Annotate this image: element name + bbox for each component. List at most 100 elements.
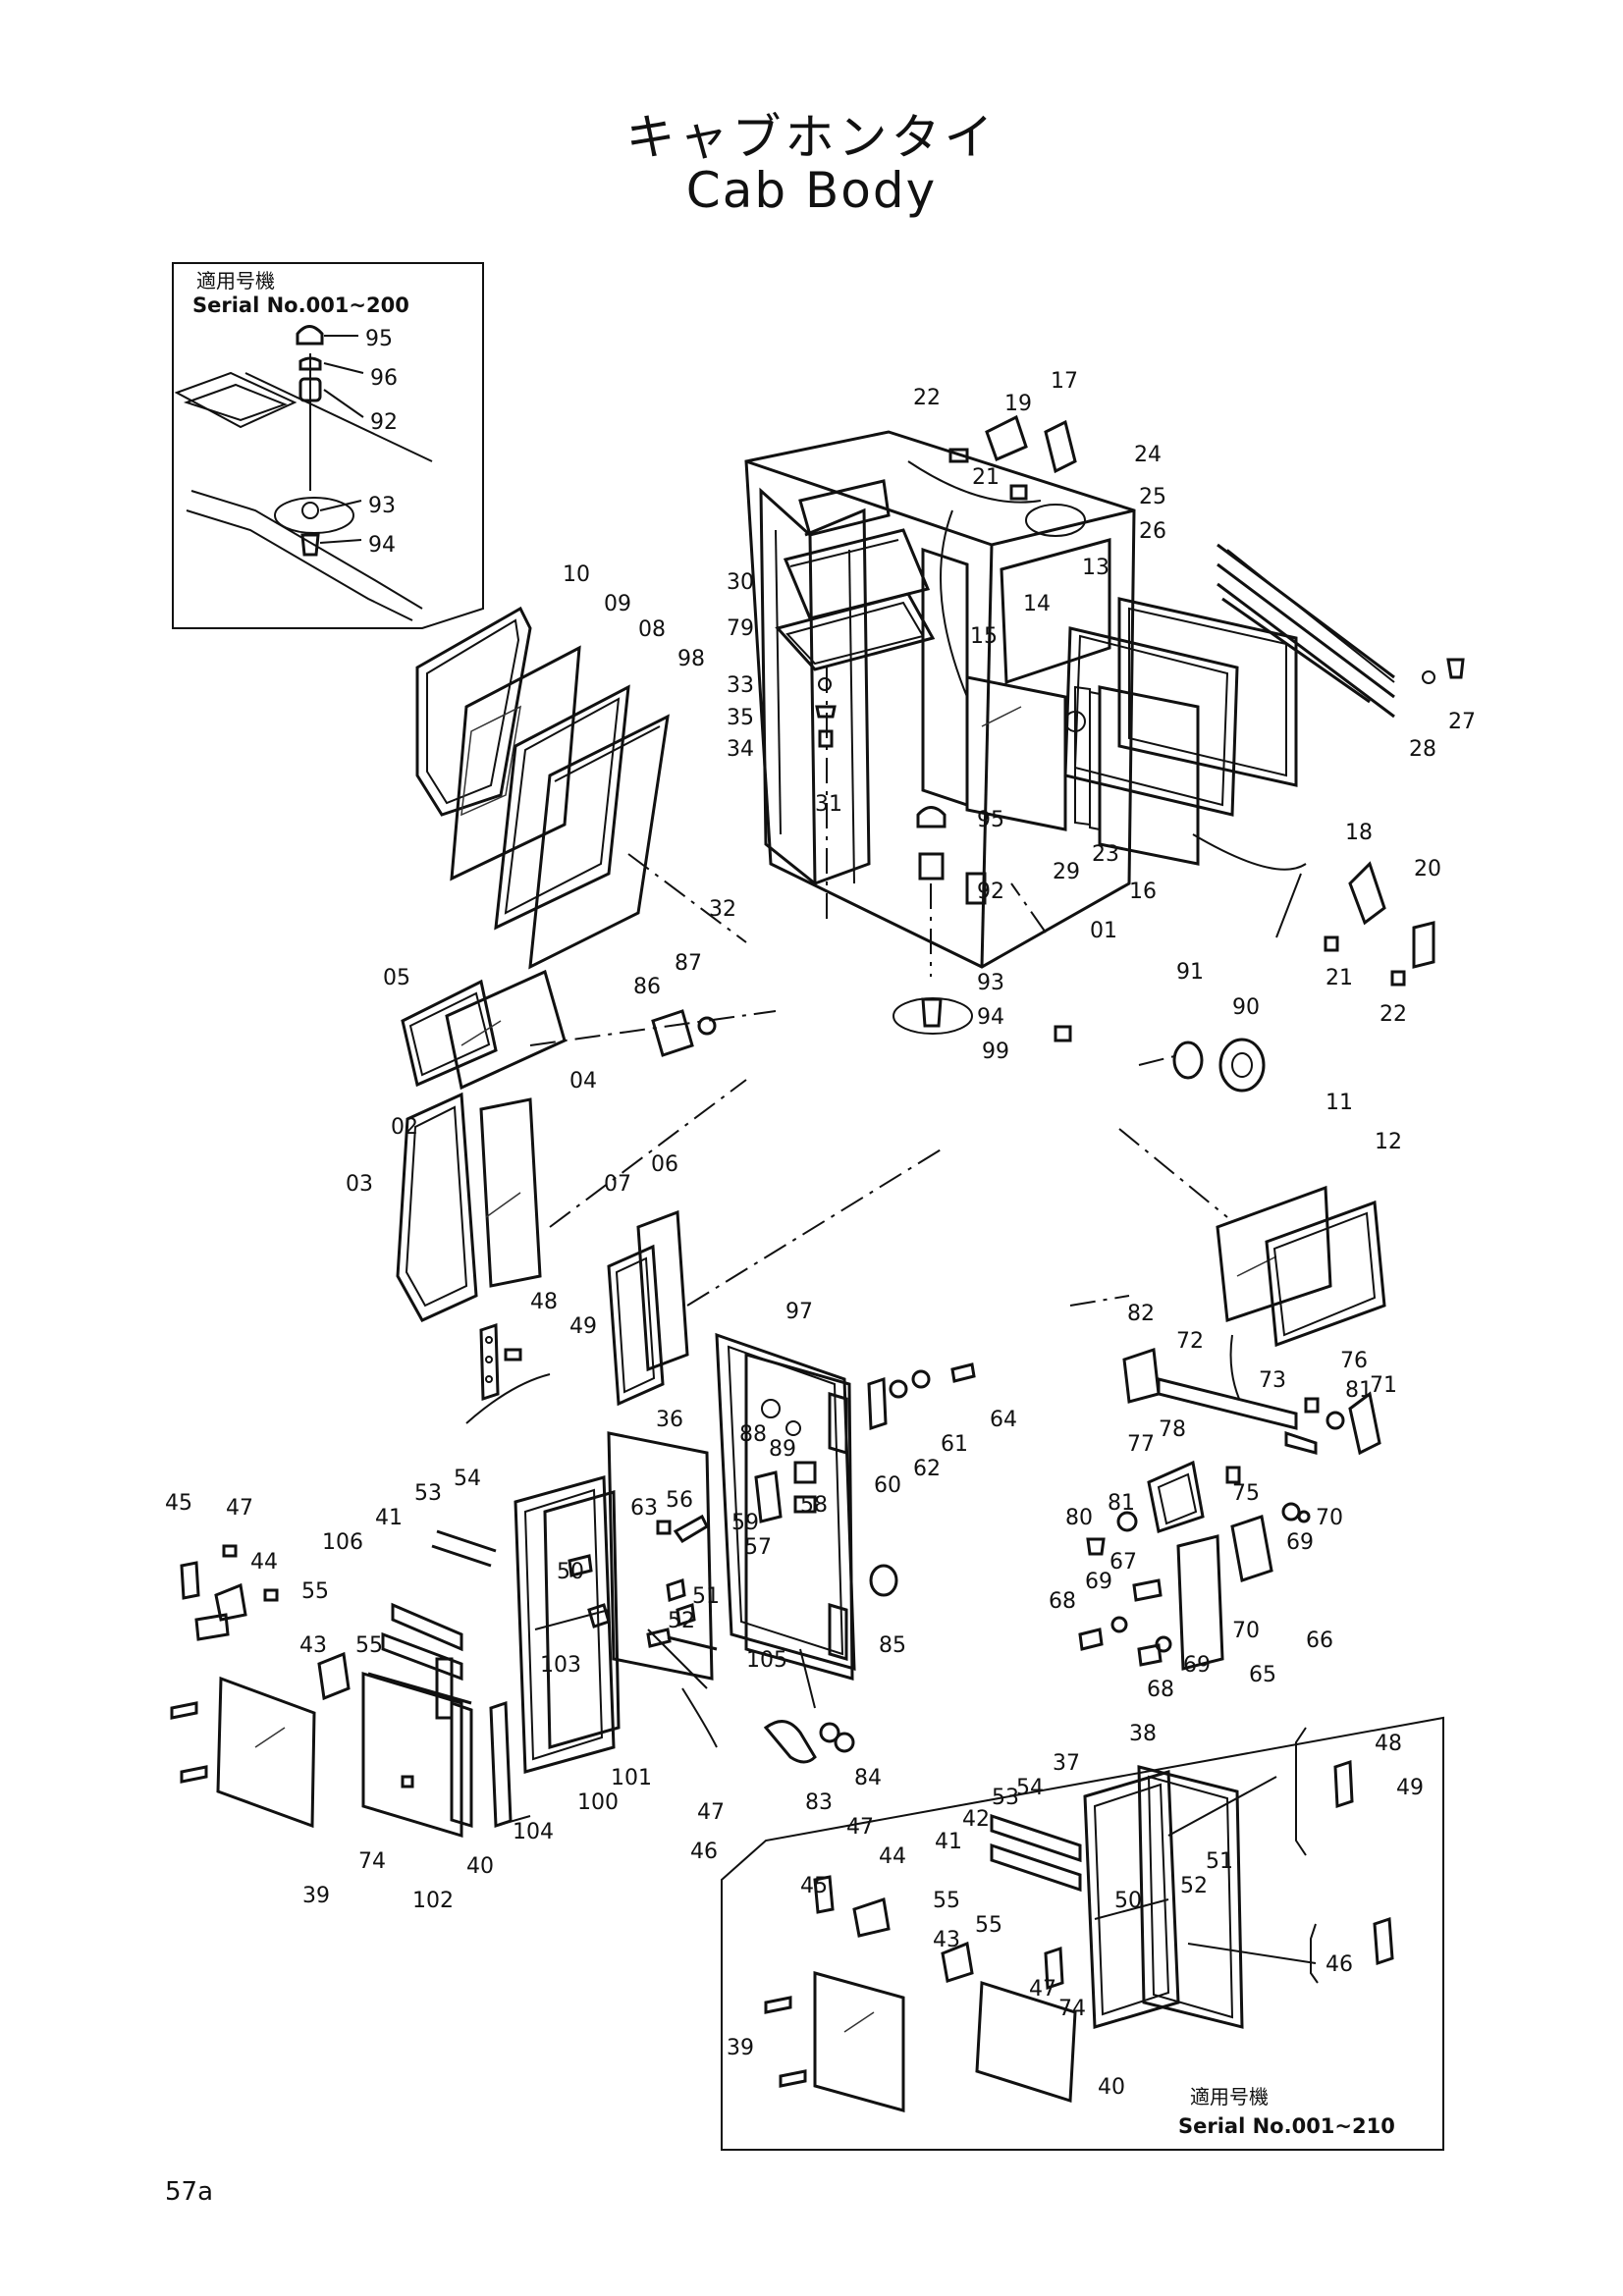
callout: 79	[727, 616, 754, 641]
callout: 41	[375, 1506, 403, 1530]
callout: 21	[972, 465, 1000, 490]
inset-bottom-label: 適用号機	[1190, 2085, 1269, 2109]
callout: 105	[746, 1648, 787, 1673]
callout: 21	[1325, 966, 1353, 990]
callout: 26	[1139, 519, 1166, 544]
callout: 55	[975, 1913, 1002, 1938]
callout: 71	[1370, 1373, 1397, 1398]
callout: 52	[1180, 1874, 1208, 1898]
callout: 64	[990, 1408, 1017, 1432]
callout: 34	[727, 737, 754, 762]
callout: 99	[982, 1040, 1009, 1064]
callout: 62	[913, 1457, 941, 1481]
page-title-japanese: キャブホンタイ	[625, 109, 998, 166]
callout: 68	[1049, 1589, 1076, 1614]
callout: 52	[668, 1609, 695, 1633]
callout: 101	[611, 1766, 652, 1790]
callout: 05	[383, 966, 410, 990]
callout: 81	[1345, 1378, 1373, 1403]
callout: 49	[1396, 1776, 1424, 1800]
callout: 98	[677, 647, 705, 671]
callout: 08	[638, 617, 666, 642]
callout-labels: 95 96 92 93 94 19 17 22 21 24 25 26 13 1…	[165, 327, 1476, 2100]
lower-door-components	[170, 1529, 497, 1839]
callout: 87	[675, 951, 702, 976]
door-frame-assembly	[489, 1431, 714, 1829]
callout: 30	[727, 570, 754, 595]
callout: 01	[1090, 919, 1117, 943]
callout: 47	[226, 1496, 253, 1521]
callout: 24	[1134, 443, 1162, 467]
callout: 80	[1065, 1506, 1093, 1530]
callout: 76	[1340, 1349, 1368, 1373]
callout: 39	[727, 2036, 754, 2060]
callout: 89	[769, 1437, 796, 1462]
callout: 95	[365, 327, 393, 351]
callout: 65	[1249, 1663, 1276, 1687]
right-side-latch-assembly	[1078, 1334, 1381, 1671]
callout: 47	[697, 1800, 725, 1825]
callout: 16	[1129, 880, 1157, 904]
callout: 44	[250, 1550, 278, 1575]
callout: 10	[563, 562, 590, 587]
callout: 37	[1053, 1751, 1080, 1776]
callout: 74	[1058, 1997, 1086, 2021]
callout: 100	[577, 1790, 619, 1815]
callout: 44	[879, 1844, 906, 1869]
callout: 103	[540, 1653, 581, 1678]
callout: 27	[1448, 710, 1476, 734]
callout: 75	[1232, 1481, 1260, 1506]
callout: 48	[530, 1290, 558, 1314]
inset-serial-001-200: 適用号機 Serial No.001~200	[172, 262, 484, 629]
callout: 83	[805, 1790, 833, 1815]
callout: 49	[569, 1314, 597, 1339]
callout: 51	[692, 1584, 720, 1609]
callout: 90	[1232, 995, 1260, 1020]
callout: 84	[854, 1766, 882, 1790]
callout: 72	[1176, 1329, 1204, 1354]
callout: 69	[1085, 1570, 1112, 1594]
callout: 82	[1127, 1302, 1155, 1326]
callout: 35	[727, 706, 754, 730]
callout: 104	[513, 1820, 554, 1844]
page-number: 57a	[165, 2177, 214, 2207]
side-windows	[396, 969, 1386, 1407]
callout: 07	[604, 1172, 631, 1197]
callout: 95	[977, 808, 1004, 832]
callout: 92	[977, 880, 1004, 904]
callout: 97	[785, 1300, 813, 1324]
callout: 36	[656, 1408, 683, 1432]
callout: 13	[1082, 556, 1109, 580]
callout: 11	[1325, 1091, 1353, 1115]
door-latch-parts	[646, 1514, 718, 1689]
callout: 46	[690, 1840, 718, 1864]
callout: 40	[466, 1854, 494, 1879]
callout: 69	[1183, 1653, 1211, 1678]
callout: 39	[302, 1884, 330, 1908]
callout: 93	[368, 494, 396, 518]
callout: 69	[1286, 1530, 1314, 1555]
callout: 102	[412, 1889, 454, 1913]
assembly-guide-lines	[529, 853, 1228, 1307]
callout: 55	[301, 1579, 329, 1604]
inset-serial-001-210: 適用号機 Serial No.001~210	[721, 1716, 1444, 2151]
inset-bottom-serial: Serial No.001~210	[1178, 2114, 1395, 2138]
callout: 45	[800, 1874, 828, 1898]
callout: 17	[1051, 369, 1078, 394]
callout: 28	[1409, 737, 1436, 762]
callout: 04	[569, 1069, 597, 1094]
callout: 38	[1129, 1722, 1157, 1746]
callout: 46	[1325, 1952, 1353, 1977]
inset-top-label: 適用号機	[196, 269, 275, 293]
callout: 54	[1016, 1776, 1044, 1800]
callout: 48	[1375, 1732, 1402, 1756]
callout: 33	[727, 673, 754, 698]
callout: 73	[1259, 1368, 1286, 1393]
callout: 25	[1139, 485, 1166, 509]
callout: 94	[977, 1005, 1004, 1030]
callout: 85	[879, 1633, 906, 1658]
callout: 45	[165, 1491, 192, 1516]
door-handle-parts	[681, 1564, 898, 1764]
rear-window-frames	[965, 543, 1465, 866]
callout: 03	[346, 1172, 373, 1197]
